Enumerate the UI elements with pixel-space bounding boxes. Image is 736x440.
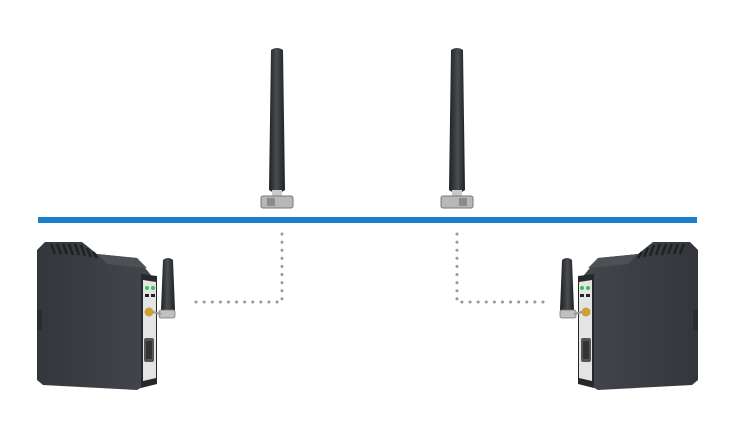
wireless-device-right: [558, 240, 700, 392]
wireless-link-left: [186, 232, 284, 304]
wireless-device-left: [35, 240, 177, 392]
network-line: [38, 217, 697, 223]
access-antenna-left-icon: [260, 47, 294, 209]
wireless-link-right: [455, 232, 553, 304]
access-antenna-right-icon: [440, 47, 474, 209]
